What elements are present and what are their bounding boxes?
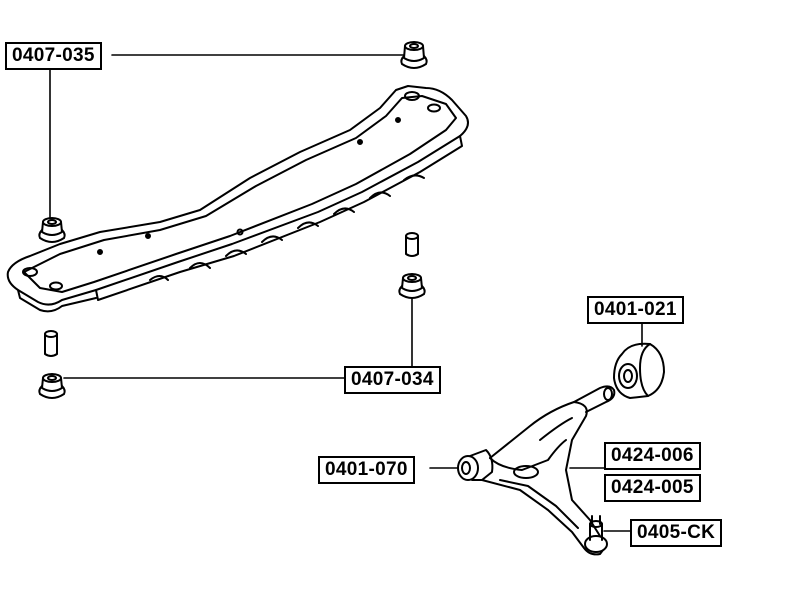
part-label-0401-070: 0401-070 bbox=[318, 456, 415, 484]
part-label-0424-006: 0424-006 bbox=[604, 442, 701, 470]
part-label-0407-035: 0407-035 bbox=[5, 42, 102, 70]
leader-lines bbox=[49, 54, 643, 532]
bushing-top-right bbox=[400, 41, 428, 69]
part-label-0407-034: 0407-034 bbox=[344, 366, 441, 394]
crossmember bbox=[6, 85, 469, 313]
lower-control-arm bbox=[457, 385, 616, 556]
sleeve-left bbox=[44, 330, 58, 357]
bushing-right-lower bbox=[398, 273, 426, 299]
sleeve-right bbox=[405, 232, 419, 257]
rear-arm-bushing bbox=[613, 342, 665, 399]
part-label-0405-CK: 0405-CK bbox=[630, 519, 723, 547]
bushing-left-upper bbox=[38, 217, 66, 243]
part-label-0401-021: 0401-021 bbox=[587, 296, 684, 324]
bushing-left-lower bbox=[38, 373, 66, 399]
part-label-0424-005: 0424-005 bbox=[604, 474, 701, 502]
